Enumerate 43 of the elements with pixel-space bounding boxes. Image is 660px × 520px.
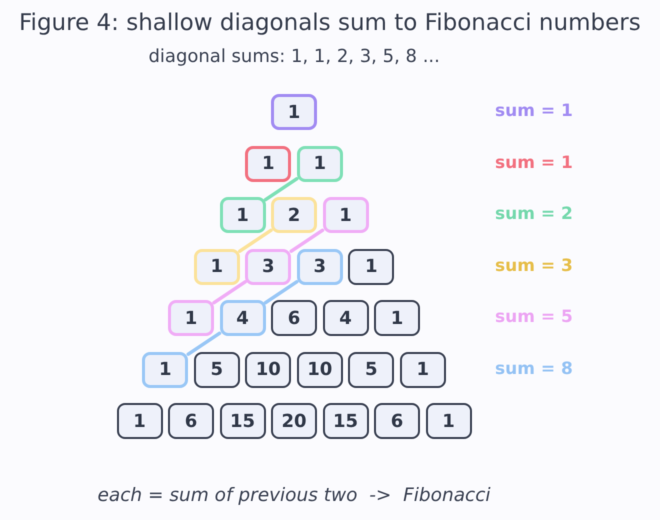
number-tile: 6 xyxy=(374,403,420,439)
number-tile: 1 xyxy=(322,197,368,233)
number-tile: 1 xyxy=(194,248,240,284)
number-tile: 15 xyxy=(220,403,266,439)
number-tile: 2 xyxy=(271,197,317,233)
diagonal-line xyxy=(238,228,273,253)
number-tile: 6 xyxy=(168,403,214,439)
number-tile: 1 xyxy=(220,197,266,233)
number-tile: 1 xyxy=(271,94,317,130)
sum-label: sum = 1 xyxy=(495,152,573,173)
number-tile: 1 xyxy=(296,146,343,182)
number-tile: 1 xyxy=(400,352,446,388)
number-tile: 1 xyxy=(142,352,188,388)
number-tile: 4 xyxy=(220,300,266,336)
number-tile: 4 xyxy=(322,300,368,336)
number-tile: 1 xyxy=(245,146,292,182)
sum-label: sum = 1 xyxy=(495,101,573,122)
caption: each = sum of previous two -> Fibonacci xyxy=(98,485,491,508)
number-tile: 20 xyxy=(271,403,317,439)
number-tile: 1 xyxy=(116,403,162,439)
number-tile: 6 xyxy=(271,300,317,336)
diagonal-line xyxy=(264,280,298,304)
number-tile: 15 xyxy=(322,403,368,439)
number-tile: 1 xyxy=(374,300,420,336)
number-tile: 3 xyxy=(296,248,343,284)
diagonal-line xyxy=(186,332,222,356)
subtitle: diagonal sums: 1, 1, 2, 3, 5, 8 ... xyxy=(148,46,440,68)
number-tile: 3 xyxy=(245,248,292,284)
sum-label: sum = 2 xyxy=(495,204,573,224)
number-tile: 5 xyxy=(348,352,394,388)
diagonal-line xyxy=(290,228,324,253)
number-tile: 5 xyxy=(194,352,240,388)
diagonal-line xyxy=(212,280,247,304)
number-tile: 1 xyxy=(168,300,214,336)
number-tile: 10 xyxy=(296,352,343,388)
sum-label: sum = 3 xyxy=(495,256,573,276)
diagonal-line xyxy=(264,177,298,202)
sum-label: sum = 8 xyxy=(495,358,573,379)
number-tile: 1 xyxy=(348,248,394,284)
figure-title: Figure 4: shallow diagonals sum to Fibonacci numbers xyxy=(19,10,641,38)
number-tile: 1 xyxy=(426,403,472,439)
number-tile: 10 xyxy=(245,352,292,388)
sum-label: sum = 5 xyxy=(495,307,573,328)
